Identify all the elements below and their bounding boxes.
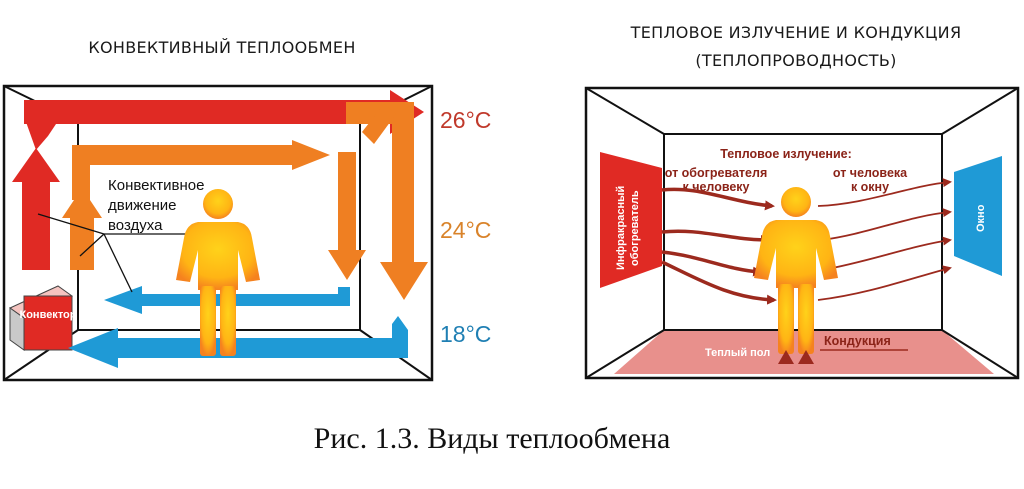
temp-top: 26 [440,107,466,133]
from-person-line2: к окну [851,180,889,194]
annotation-pointer-lines [37,213,186,293]
person-left [176,189,260,356]
svg-text:26°C: 26°C [440,107,491,133]
temp-middle-unit: °C [466,217,492,243]
from-heater-line1: от обогревателя [665,166,767,180]
red-arrow-up-left [12,148,60,270]
convector-label: Конвектор [20,309,77,321]
left-panel-convection: КОНВЕКТИВНЫЙ ТЕПЛООБМЕН Конвектор [2,38,491,382]
annotation-line-2: движение [108,197,176,214]
from-person-line1: от человека [833,166,908,180]
red-arrow-top [24,90,424,134]
radiation-arrows-person-to-window [817,178,952,301]
temp-middle: 24 [440,217,466,243]
orange-arrow-diagonal [362,104,396,144]
orange-arrow-outer-right [346,102,428,300]
orange-arrow-up [62,188,102,270]
infrared-heater: Инфракрасный обогреватель [600,152,662,288]
convector-device: Конвектор [9,285,77,351]
conduction-arrows [778,350,814,364]
right-panel-title-line2: (ТЕПЛОПРОВОДНОСТЬ) [695,51,896,70]
right-panel-title-line1: ТЕПЛОВОЕ ИЗЛУЧЕНИЕ И КОНДУКЦИЯ [630,23,962,42]
window: Окно [954,156,1002,276]
right-panel-radiation: ТЕПЛОВОЕ ИЗЛУЧЕНИЕ И КОНДУКЦИЯ (ТЕПЛОПРО… [584,23,1020,380]
temperature-labels: 26°C 24°C 18°C [440,107,491,347]
annotation-line-3: воздуха [108,217,163,234]
svg-text:18°C: 18°C [440,321,491,347]
radiation-label: Тепловое излучение: [720,147,852,161]
left-panel-title: КОНВЕКТИВНЫЙ ТЕПЛООБМЕН [88,38,355,57]
temp-bottom-unit: °C [466,321,492,347]
orange-arrow-inner-right [328,152,366,280]
heater-label-2: обогреватель [629,190,641,266]
window-label: Окно [975,204,987,232]
temp-top-unit: °C [466,107,492,133]
figure-caption: Рис. 1.3. Виды теплообмена [314,422,671,455]
blue-arrow-outer-bottom [68,316,408,368]
radiation-arrows-heater-to-person [661,187,777,305]
annotation-line-1: Конвективное [108,177,204,194]
warm-floor-label: Теплый пол [705,347,770,359]
person-right [754,187,838,354]
conduction-label: Кондукция [824,334,891,348]
orange-arrow-inner-top [72,140,330,200]
svg-text:24°C: 24°C [440,217,491,243]
heater-label-1: Инфракрасный [615,186,627,270]
temp-bottom: 18 [440,321,466,347]
